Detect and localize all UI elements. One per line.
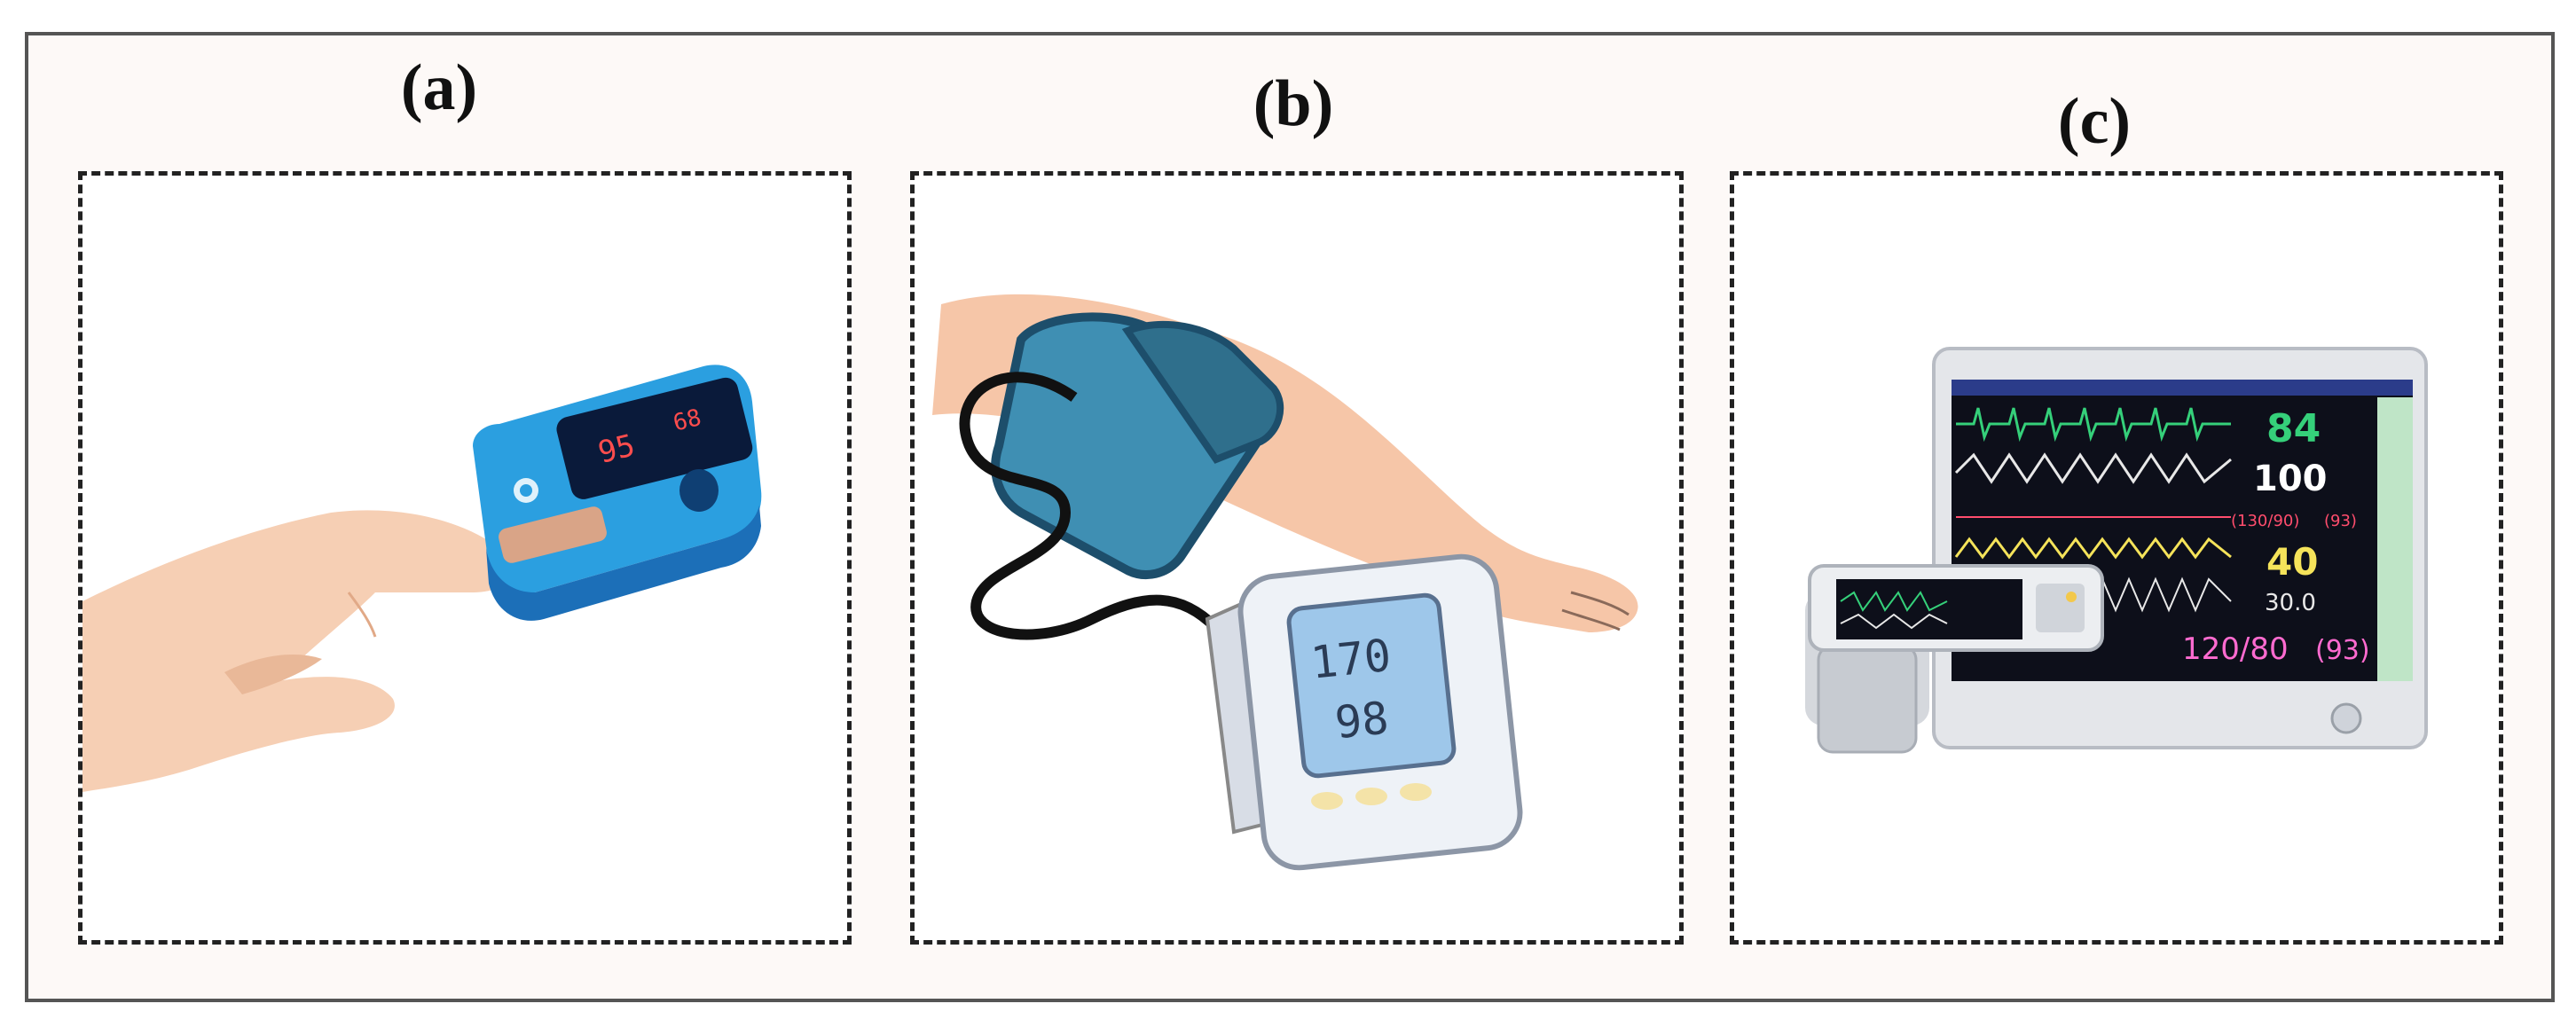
panel-label-b: (b): [1253, 67, 1334, 140]
oximeter-reading-left: 95: [594, 427, 638, 471]
oximeter-device: 95 68: [473, 365, 762, 621]
hand-shape: [82, 510, 513, 792]
bp-systolic: 170: [1308, 630, 1394, 689]
resp-waveform: [1954, 537, 2232, 560]
patient-monitor-illustration: 84 100 (130/90) (93) 40 30.0 120/80 (93): [1796, 344, 2435, 770]
nibp-small-value: (130/90): [2231, 512, 2299, 530]
bp-cuff: [991, 312, 1284, 579]
ecg-waveform: [1956, 407, 2231, 443]
hand-shadow: [224, 655, 322, 694]
finger-slot-icon: [679, 469, 719, 512]
map-value: (93): [2315, 635, 2370, 666]
transport-monitor: [1805, 564, 2104, 754]
panel-label-c: (c): [2057, 85, 2132, 158]
panel-a-pulse-oximeter: 95 68: [78, 171, 852, 945]
panel-label-a: (a): [400, 51, 478, 124]
nibp-small-value-2: (93): [2324, 512, 2357, 530]
bp-monitor-illustration: 170 98: [932, 294, 1638, 871]
bp-button-2[interactable]: [1355, 788, 1387, 805]
panel-b-blood-pressure-monitor: 170 98: [910, 171, 1684, 945]
nibp-value: 120/80: [2182, 631, 2289, 667]
bp-button-1[interactable]: [1311, 792, 1343, 810]
bp-button-3[interactable]: [1400, 783, 1432, 801]
transport-indicator-icon: [2066, 592, 2077, 602]
rotary-knob-icon[interactable]: [2330, 702, 2362, 734]
pulse-oximeter-illustration: 95 68: [82, 365, 762, 792]
spo2-value: 100: [2253, 459, 2328, 499]
resp-value: 40: [2266, 540, 2318, 584]
bp-device: 170 98: [1205, 553, 1523, 871]
finger-crease: [347, 592, 377, 638]
panel-c-patient-monitor: 84 100 (130/90) (93) 40 30.0 120/80 (93): [1730, 171, 2503, 945]
pleth-waveform: [1954, 452, 2232, 484]
temp-value: 30.0: [2265, 590, 2316, 616]
hr-value: 84: [2266, 406, 2321, 451]
oximeter-reading-right: 68: [671, 404, 704, 437]
bp-diastolic: 98: [1332, 692, 1391, 749]
bp-tube: [959, 372, 1221, 640]
main-monitor: 84 100 (130/90) (93) 40 30.0 120/80 (93): [1932, 347, 2428, 749]
